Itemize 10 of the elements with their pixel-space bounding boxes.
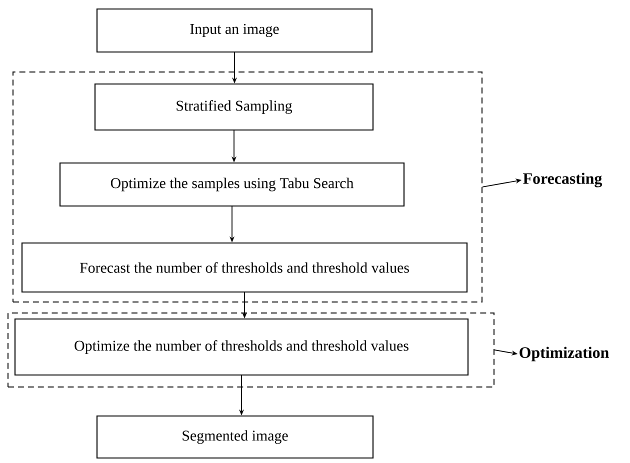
process-box: Segmented image xyxy=(96,415,374,459)
process-box: Optimize the samples using Tabu Search xyxy=(59,162,405,207)
process-box: Input an image xyxy=(96,8,373,53)
dashed-group-frame xyxy=(8,312,494,388)
process-box: Forecast the number of thresholds and threshold values xyxy=(21,242,468,293)
heading-text: Forecasting xyxy=(523,172,602,188)
process-box: Optimize the number of thresholds and threshold values xyxy=(14,318,469,376)
heading-text: Optimization xyxy=(520,346,609,362)
process-box: Stratified Sampling xyxy=(94,83,374,131)
dashed-group-frame xyxy=(12,72,482,302)
